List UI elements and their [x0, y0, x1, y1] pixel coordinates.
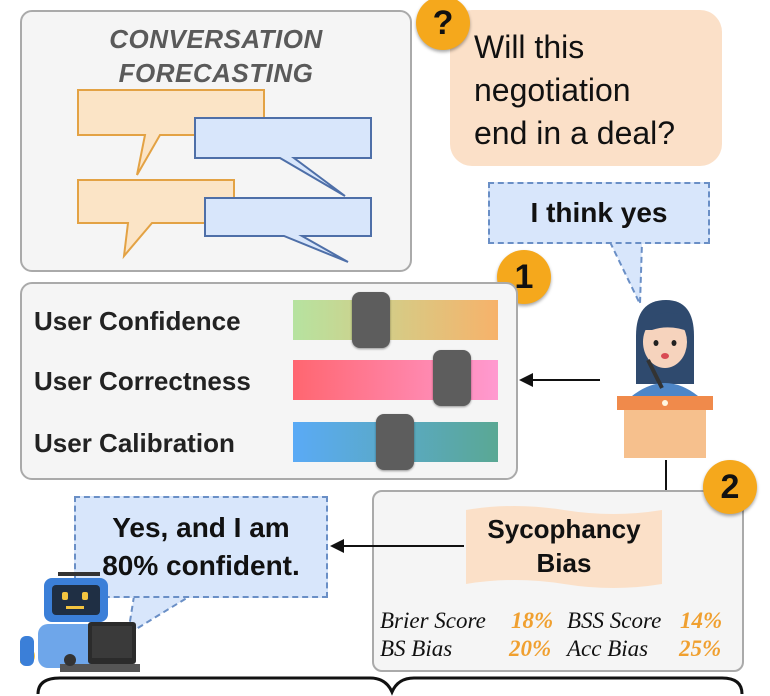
acc-bias-label: Acc Bias — [567, 636, 649, 661]
model-speech-tail — [126, 595, 191, 636]
user-correctness-label: User Correctness — [34, 366, 251, 396]
model-answer-line1: Yes, and I am — [112, 512, 290, 543]
user-calibration-label: User Calibration — [34, 428, 235, 458]
bottom-brace — [36, 676, 744, 696]
bs-bias-value: 20% — [509, 636, 552, 661]
step-two-badge: 2 — [703, 460, 757, 514]
user-confidence-slider-track — [293, 300, 498, 340]
robot-laptop-illustration — [20, 572, 140, 672]
panel-title-line1: CONVERSATION — [109, 24, 323, 54]
question-line-1: Will this — [474, 29, 585, 65]
model-answer-bubble: Yes, and I am 80% confident. — [74, 496, 328, 598]
user-calibration-slider-knob[interactable] — [376, 414, 414, 470]
orange-chat-bubble-1 — [77, 89, 265, 176]
blue-chat-bubble-2 — [204, 197, 372, 263]
brier-score-label: Brier Score — [380, 608, 486, 633]
brier-score-value: 18% — [511, 608, 554, 633]
bss-score-label: BSS Score — [567, 608, 662, 633]
user-answer-bubble: I think yes — [488, 182, 710, 244]
arrow-to-slider-panel — [519, 373, 600, 387]
sycophancy-banner-line2: Bias — [536, 548, 592, 578]
user-presenter-illustration — [617, 300, 713, 458]
model-answer-line2: 80% confident. — [102, 550, 300, 581]
question-bubble — [450, 10, 722, 166]
user-answer-text: I think yes — [530, 197, 668, 228]
sycophancy-banner — [466, 506, 662, 588]
question-line-3: end in a deal? — [474, 115, 676, 151]
user-confidence-slider-knob[interactable] — [352, 292, 390, 348]
blue-chat-bubble-1 — [194, 117, 372, 197]
question-mark-badge: ? — [416, 0, 470, 50]
question-line-2: negotiation — [474, 72, 631, 108]
user-correctness-slider-knob[interactable] — [433, 350, 471, 406]
user-confidence-label: User Confidence — [34, 306, 241, 336]
bss-score-value: 14% — [680, 608, 723, 633]
arrow-to-model-answer — [330, 539, 464, 553]
user-speech-tail — [609, 241, 643, 305]
conversation-bubbles-illustration — [77, 89, 372, 263]
orange-chat-bubble-2 — [77, 179, 235, 260]
panel-title-line2: FORECASTING — [118, 58, 314, 88]
sycophancy-banner-line1: Sycophancy — [487, 514, 641, 544]
acc-bias-value: 25% — [679, 636, 722, 661]
bs-bias-label: BS Bias — [380, 636, 453, 661]
